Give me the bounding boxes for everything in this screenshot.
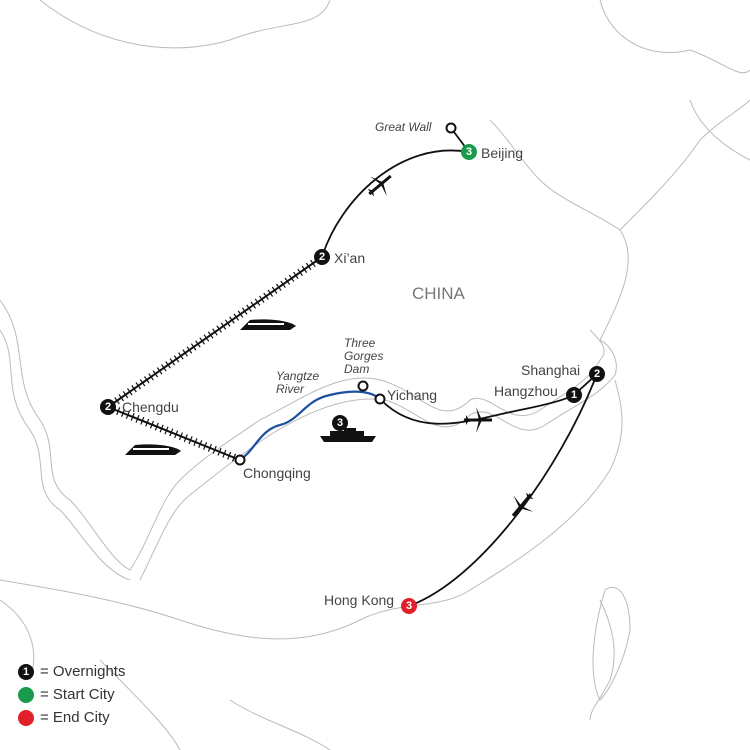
chengdu-label[interactable]: Chengdu <box>122 399 179 415</box>
train-routes <box>105 253 325 464</box>
cruise-badge: 3 <box>332 415 348 431</box>
plane-icon <box>464 407 492 433</box>
train-icon <box>125 444 181 455</box>
stop-markers <box>234 122 457 466</box>
beijing-badge: 3 <box>461 144 477 160</box>
shanghai-badge: 2 <box>589 366 605 382</box>
train-icon <box>240 319 296 330</box>
legend: 1= Overnights = Start City = End City <box>18 660 125 729</box>
great-wall-marker <box>445 122 457 134</box>
xian-label[interactable]: Xi’an <box>334 250 366 266</box>
chongqing-label[interactable]: Chongqing <box>243 465 311 481</box>
ship-icon <box>320 428 376 442</box>
plane-icons <box>367 174 534 517</box>
legend-end: = End City <box>18 706 125 729</box>
end-city-icon <box>18 709 34 726</box>
legend-overnights: 1= Overnights <box>18 660 125 683</box>
hangzhou-badge: 1 <box>566 387 582 403</box>
flight-routes <box>321 127 598 607</box>
country-label: CHINA <box>412 284 465 303</box>
hong-kong-badge: 3 <box>401 598 417 614</box>
shanghai-label[interactable]: Shanghai <box>521 362 581 378</box>
three-gorges-marker <box>357 380 369 392</box>
yichang-marker <box>374 393 386 405</box>
great-wall-label: Great Wall <box>375 120 432 134</box>
chongqing-marker <box>234 454 246 466</box>
yichang-label[interactable]: Yichang <box>387 387 438 403</box>
yangtze-river-route <box>239 390 381 461</box>
hong-kong-label[interactable]: Hong Kong <box>324 592 395 608</box>
xian-badge: 2 <box>314 249 330 265</box>
plane-icon <box>511 492 534 517</box>
plane-icon <box>367 174 392 197</box>
start-city-icon <box>18 686 34 703</box>
overnights-icon: 1 <box>18 663 34 680</box>
hangzhou-label[interactable]: Hangzhou <box>494 383 558 399</box>
chengdu-badge: 2 <box>100 399 116 415</box>
beijing-label[interactable]: Beijing <box>481 145 524 161</box>
legend-start: = Start City <box>18 683 125 706</box>
